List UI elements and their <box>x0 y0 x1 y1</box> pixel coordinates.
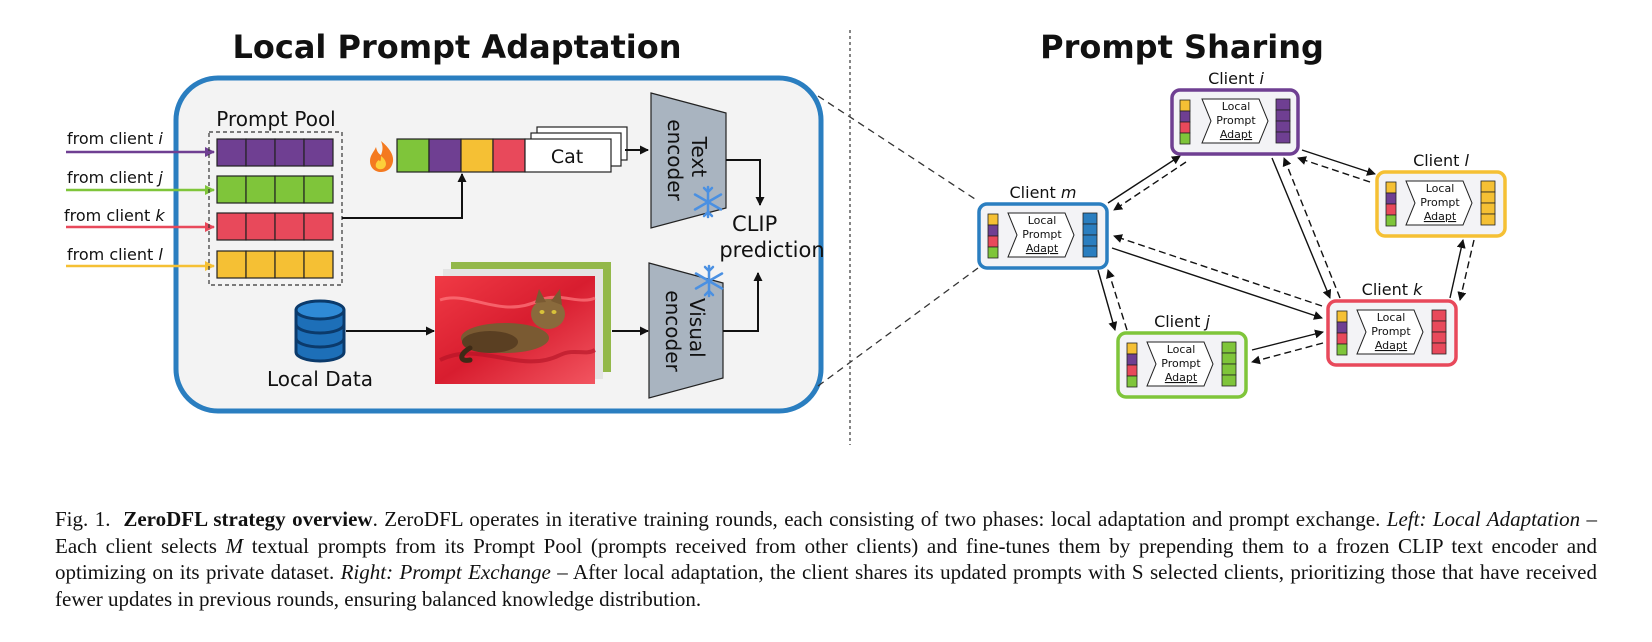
visual-encoder-line-2: encoder <box>661 290 685 372</box>
class-token-stack: Cat <box>524 126 628 173</box>
caption-m-symbol: M <box>225 533 244 558</box>
visual-encoder: Visual encoder <box>648 262 724 399</box>
prompt-pool-box <box>208 131 343 286</box>
text-encoder-to-prediction-arrow <box>726 159 765 206</box>
text-encoder: Text encoder <box>650 92 727 229</box>
client-label-m: Client m <box>1010 183 1077 202</box>
cat-photo <box>435 262 611 384</box>
visual-encoder-line-1: Visual <box>685 298 709 358</box>
client-sources: from client i from client j from client … <box>64 129 215 271</box>
svg-text:Text encoder: Text encoder <box>663 119 711 201</box>
snowflake-icon <box>693 185 723 219</box>
caption-left-label: Left: Local Adaptation <box>1386 507 1581 531</box>
caption-paragraph: Fig. 1. ZeroDFL strategy overview. ZeroD… <box>55 506 1597 612</box>
client-label-j: Client j <box>1154 312 1210 331</box>
zoom-line-top <box>817 95 979 202</box>
prompt-pool-label: Prompt Pool <box>216 107 335 131</box>
caption-fig-number: Fig. 1. <box>55 507 111 531</box>
client-label-k: Client k <box>1362 280 1423 299</box>
pool-to-prompt-arrow <box>342 173 467 219</box>
prediction-line-1: CLIP <box>732 212 777 236</box>
source-label-l: from client l <box>67 245 163 264</box>
source-label-k: from client k <box>64 206 165 225</box>
prediction-label: CLIP prediction <box>719 212 824 262</box>
caption-text-1: . ZeroDFL operates in iterative training… <box>372 507 1381 531</box>
class-token-label: Cat <box>551 146 583 168</box>
learnable-prompt <box>396 138 526 173</box>
local-data-label: Local Data <box>267 367 373 391</box>
figure-caption: Fig. 1. ZeroDFL strategy overview. ZeroD… <box>55 506 1597 612</box>
caption-text-3: – After local adaptation, the client sha… <box>55 560 1597 611</box>
right-panel-title: Prompt Sharing <box>1040 28 1324 66</box>
visual-encoder-to-prediction-arrow <box>723 272 763 332</box>
figure-canvas: Local Prompt Adaptation from client i fr… <box>64 28 1507 445</box>
database-icon <box>294 299 346 363</box>
source-label-j: from client j <box>67 168 163 187</box>
caption-right-label: Right: Prompt Exchange <box>340 560 551 584</box>
source-label-i: from client i <box>67 129 163 148</box>
snowflake-icon-visual <box>694 264 724 298</box>
svg-text:Visual encoder: Visual encoder <box>661 290 709 372</box>
client-label-l: Client l <box>1413 151 1469 170</box>
text-encoder-line-2: encoder <box>663 119 687 201</box>
left-panel-title: Local Prompt Adaptation <box>232 28 681 66</box>
caption-text-2b: textual prompts from its Prompt Pool (pr… <box>55 533 1598 585</box>
caption-text-2a: – Each client selects <box>55 507 1598 558</box>
text-encoder-line-1: Text <box>687 136 711 178</box>
prediction-line-2: prediction <box>719 238 824 262</box>
exchange-arrows <box>1097 149 1475 365</box>
prompt-pool-rows <box>216 138 334 279</box>
zoom-line-bottom <box>817 267 979 387</box>
client-label-i: Client i <box>1208 69 1264 88</box>
fire-icon <box>370 141 394 172</box>
caption-bold-title: ZeroDFL strategy overview <box>123 507 373 531</box>
